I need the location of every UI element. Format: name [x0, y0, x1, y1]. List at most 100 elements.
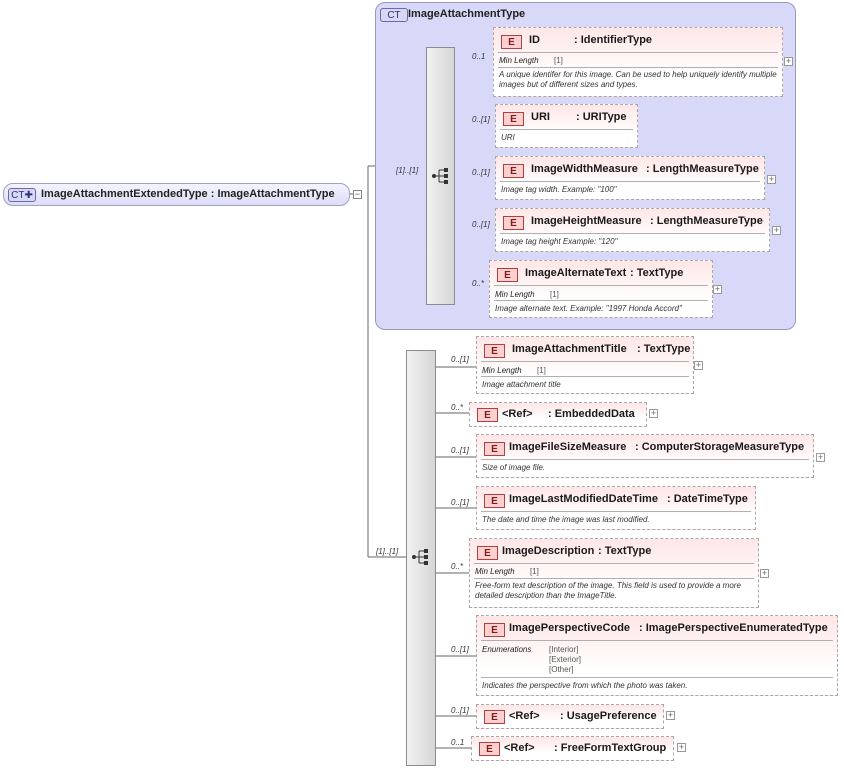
element-name: ImageAttachmentTitle — [512, 343, 627, 355]
element-image-perspective-code[interactable]: E ImagePerspectiveCode : ImagePerspectiv… — [476, 615, 838, 696]
cardinality-label: 0..* — [451, 403, 464, 412]
expand-icon[interactable]: + — [649, 408, 658, 418]
cardinality-label: 0..[1] — [451, 355, 469, 364]
sequence-icon — [412, 549, 428, 565]
element-documentation: Size of image file. — [482, 463, 546, 472]
element-icon: E — [503, 112, 524, 126]
element-icon: E — [477, 408, 498, 422]
cardinality-label: 0..[1] — [451, 706, 469, 715]
element-ref-usage-preference[interactable]: E <Ref> : UsagePreference — [476, 704, 664, 729]
cardinality-label: 0..[1] — [451, 498, 469, 507]
element-name: ImageLastModifiedDateTime — [509, 493, 658, 505]
cardinality-label: [1]..[1] — [396, 166, 419, 175]
element-type: : TextType — [637, 343, 691, 355]
facet-label: Min Length — [499, 56, 539, 65]
element-documentation: Indicates the perspective from which the… — [482, 681, 688, 690]
element-uri[interactable]: E URI : URIType URI — [495, 104, 638, 148]
collapse-icon[interactable]: − — [353, 189, 362, 199]
element-documentation: Free-form text description of the image.… — [475, 581, 741, 600]
facet-value: [1] — [554, 56, 563, 65]
element-name: URI — [531, 111, 550, 123]
element-documentation: Image alternate text. Example: "1997 Hon… — [495, 304, 682, 313]
element-type: : ComputerStorageMeasureType — [635, 441, 805, 453]
sequence-bar — [406, 350, 436, 766]
element-documentation: A unique identifer for this image. Can b… — [499, 70, 777, 89]
element-name: ImageAlternateText — [525, 267, 627, 279]
element-name: ImageDescription — [502, 545, 595, 557]
element-type: : ImagePerspectiveEnumeratedType — [639, 622, 828, 634]
facet-label: Min Length — [495, 290, 535, 299]
element-ref-embedded-data[interactable]: E <Ref> : EmbeddedData — [469, 402, 647, 427]
element-type: : TextType — [630, 267, 684, 279]
element-image-alternate-text[interactable]: E ImageAlternateText : TextType Min Leng… — [489, 260, 713, 318]
facet-label: Min Length — [475, 567, 515, 576]
root-complex-type[interactable]: CT✚ ImageAttachmentExtendedType : ImageA… — [3, 183, 350, 206]
element-documentation: Image attachment title — [482, 380, 561, 389]
element-image-description[interactable]: E ImageDescription : TextType Min Length… — [469, 538, 759, 608]
expand-icon[interactable]: + — [677, 742, 686, 752]
element-icon: E — [503, 164, 524, 178]
element-image-last-modified-date-time[interactable]: E ImageLastModifiedDateTime : DateTimeTy… — [476, 486, 756, 530]
enumeration-value: [Exterior] — [549, 655, 582, 664]
cardinality-label: 0..[1] — [472, 220, 490, 229]
element-icon: E — [484, 442, 505, 456]
sequence-icon — [432, 168, 448, 184]
cardinality-label: 0..* — [472, 279, 485, 288]
cardinality-label: 0..[1] — [451, 446, 469, 455]
cardinality-label: 0..[1] — [472, 115, 490, 124]
element-icon: E — [479, 742, 500, 756]
root-type-name: ImageAttachmentExtendedType : ImageAttac… — [41, 188, 335, 200]
cardinality-label: 0..1 — [472, 52, 486, 61]
element-icon: E — [503, 216, 524, 230]
element-type: : LengthMeasureType — [650, 215, 763, 227]
enumeration-value: [Other] — [549, 665, 574, 674]
element-type: : TextType — [598, 545, 652, 557]
expand-icon[interactable]: + — [666, 710, 675, 720]
element-type: : LengthMeasureType — [646, 163, 759, 175]
element-name: <Ref> — [504, 742, 535, 754]
expand-icon[interactable]: + — [816, 452, 825, 462]
element-name: ID — [529, 34, 540, 46]
element-type: : IdentifierType — [574, 34, 653, 46]
cardinality-label: [1]..[1] — [376, 547, 399, 556]
element-type: : EmbeddedData — [548, 408, 635, 420]
expand-icon[interactable]: + — [694, 360, 703, 370]
expand-icon[interactable]: + — [760, 568, 769, 578]
element-name: ImageWidthMeasure — [531, 163, 638, 175]
expand-icon[interactable]: + — [772, 225, 781, 235]
element-documentation: Image tag height Example: "120" — [501, 237, 618, 246]
element-name: <Ref> — [509, 710, 540, 722]
element-documentation: Image tag width. Example: "100" — [501, 185, 617, 194]
element-name: ImageFileSizeMeasure — [509, 441, 627, 453]
element-image-attachment-title[interactable]: E ImageAttachmentTitle : TextType Min Le… — [476, 336, 694, 394]
expand-icon[interactable]: + — [784, 56, 793, 66]
element-image-width-measure[interactable]: E ImageWidthMeasure : LengthMeasureType … — [495, 156, 765, 200]
element-image-file-size-measure[interactable]: E ImageFileSizeMeasure : ComputerStorage… — [476, 434, 814, 478]
element-documentation: The date and time the image was last mod… — [482, 515, 650, 524]
element-icon: E — [477, 546, 498, 560]
element-icon: E — [484, 710, 505, 724]
expand-icon[interactable]: + — [767, 174, 776, 184]
element-documentation: URI — [501, 133, 515, 142]
complex-type-icon: CT✚ — [8, 188, 36, 202]
element-type: : DateTimeType — [667, 493, 748, 505]
element-icon: E — [484, 344, 505, 358]
element-image-height-measure[interactable]: E ImageHeightMeasure : LengthMeasureType… — [495, 208, 770, 252]
facet-value: [1] — [530, 567, 539, 576]
facet-value: [1] — [550, 290, 559, 299]
cardinality-label: 0..* — [451, 562, 464, 571]
element-id[interactable]: E ID : IdentifierType Min Length [1] A u… — [493, 27, 783, 97]
element-icon: E — [501, 35, 522, 49]
element-ref-free-form-text-group[interactable]: E <Ref> : FreeFormTextGroup — [471, 736, 674, 761]
expand-icon[interactable]: + — [713, 284, 722, 294]
element-icon: E — [484, 623, 505, 637]
element-type: : UsagePreference — [560, 710, 657, 722]
cardinality-label: 0..[1] — [451, 645, 469, 654]
facet-value: [1] — [537, 366, 546, 375]
element-type: : URIType — [576, 111, 627, 123]
facet-label: Min Length — [482, 366, 522, 375]
element-name: ImageHeightMeasure — [531, 215, 642, 227]
base-type-title: ImageAttachmentType — [408, 8, 526, 20]
enumeration-value: [Interior] — [549, 645, 579, 654]
element-icon: E — [484, 494, 505, 508]
